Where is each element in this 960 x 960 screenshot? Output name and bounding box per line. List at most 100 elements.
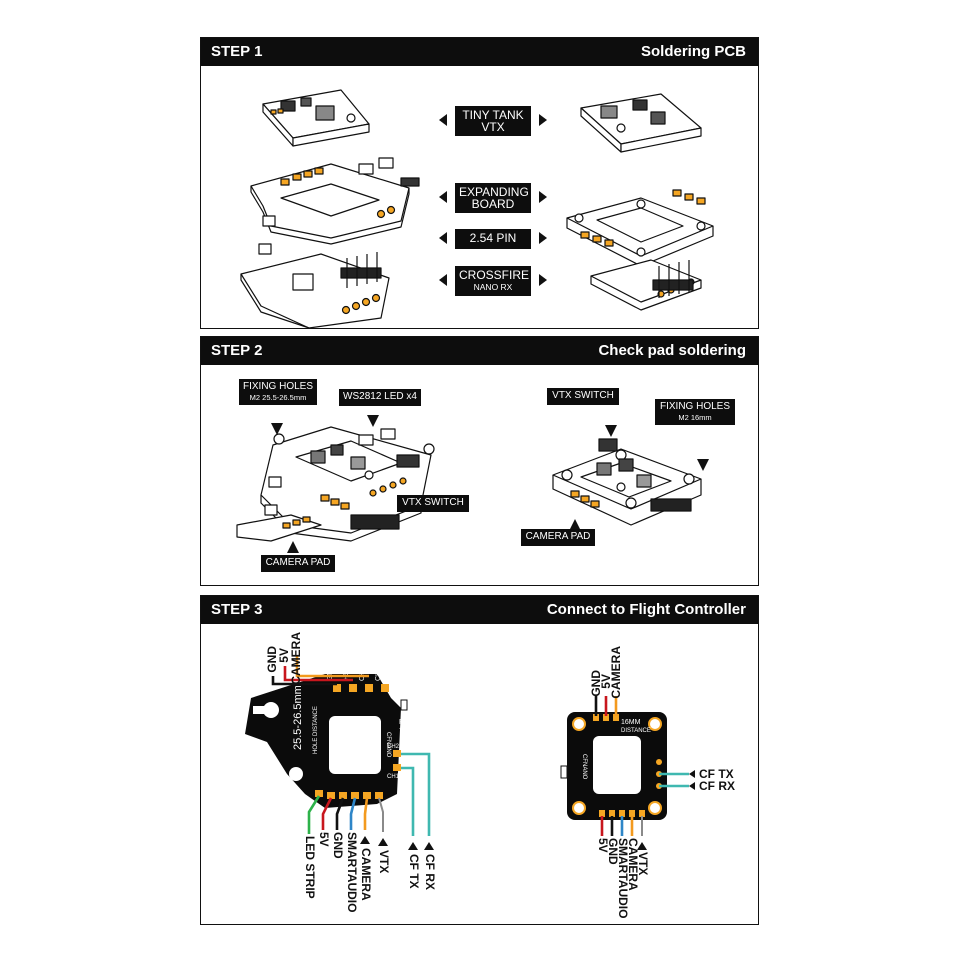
left-wire-top-camera	[295, 656, 369, 678]
left-silk-ch1-label: CH1	[387, 774, 400, 780]
right-bottom-label-gnd: GND	[606, 838, 620, 865]
step1-header: STEP 1 Soldering PCB	[201, 38, 758, 66]
step2-title: Check pad soldering	[598, 342, 746, 359]
step2-panel: STEP 2 Check pad soldering	[200, 336, 759, 586]
right-silk-distance: 16MM	[621, 719, 641, 726]
step1-number: STEP 1	[211, 43, 263, 60]
left-bottom-label-gnd: GND	[331, 832, 345, 859]
right-assembled-board	[552, 438, 702, 526]
crossfire-arrow-right-icon	[539, 274, 547, 286]
right-bottom-label-smartaudio: SMARTAUDIO	[616, 838, 630, 919]
left-silk-gnd: GND	[327, 665, 334, 681]
right-vtx-board	[580, 93, 702, 153]
left-silk-hole-distance: HOLE DISTANCE	[313, 706, 319, 754]
left-cftx-arrow-icon	[408, 842, 418, 850]
left-bottom-label-cf-tx: CF TX	[407, 854, 421, 889]
step1-title: Soldering PCB	[640, 43, 746, 60]
step3-title: Connect to Flight Controller	[546, 601, 746, 618]
right-side-label-cf-tx: CF TX	[699, 767, 734, 781]
step3-header: STEP 3 Connect to Flight Controller	[201, 596, 758, 624]
right-expanding-board	[566, 189, 714, 267]
label-pin: 2.54 PIN	[455, 229, 531, 249]
expanding-arrow-left-icon	[439, 191, 447, 203]
left-bottom-label-cf-rx: CF RX	[423, 854, 437, 890]
left-vtx-arrow-icon	[378, 838, 388, 846]
step3-wiring-diagram: GND +5V CH1 CH2 25.5-26.5mm HOLE DISTANC…	[245, 656, 695, 850]
step2-assembled-diagram	[236, 415, 709, 553]
label-vtx-switch-right: VTX SWITCH	[547, 388, 619, 405]
step3-panel: STEP 3 Connect to Flight Controller	[200, 595, 759, 925]
left-wire-top-5v	[283, 666, 353, 682]
left-wire-top-gnd	[271, 676, 337, 686]
left-wire-gnd	[335, 797, 345, 830]
fixing-left-pointer-icon	[271, 423, 283, 435]
left-cfrx-arrow-icon	[424, 842, 434, 850]
crossfire-arrow-left-icon	[439, 274, 447, 286]
right-bottom-label-vtx: VTX	[636, 852, 650, 876]
right-vtx-arrow-icon	[637, 842, 647, 850]
right-bottom-label-5v: 5V	[596, 838, 610, 853]
left-silk-ch1: CH1	[359, 667, 366, 681]
left-silk-ch2-label: CH2	[387, 744, 400, 750]
label-fixing-holes-right: FIXING HOLES M2 16mm	[655, 399, 735, 425]
camera-left-pointer-icon	[287, 541, 299, 553]
left-wire-cf-rx	[401, 752, 431, 836]
right-silk-cfnano: CFNANO	[581, 754, 587, 780]
vtx-arrow-right-icon	[539, 114, 547, 126]
step2-number: STEP 2	[211, 342, 263, 359]
left-silk-5v: +5V	[343, 668, 350, 681]
vtx-arrow-left-icon	[439, 114, 447, 126]
left-silk-model: TINYTANK	[399, 728, 426, 734]
left-silk-cfnano: CFNANO	[385, 732, 391, 758]
left-assembled-board	[236, 426, 435, 542]
pin-arrow-right-icon	[539, 232, 547, 244]
label-camera-pad-left: CAMERA PAD	[261, 555, 335, 572]
left-top-label-camera: CAMERA	[289, 632, 303, 685]
vtx-switch-right-pointer-icon	[605, 425, 617, 437]
step1-panel: STEP 1 Soldering PCB	[200, 37, 759, 329]
right-side-label-cf-rx: CF RX	[699, 779, 735, 793]
right-pin-header	[652, 260, 694, 298]
step3-number: STEP 3	[211, 601, 263, 618]
step1-exploded-diagram	[240, 89, 714, 328]
fixing-right-pointer-icon	[697, 459, 709, 471]
right-board	[560, 712, 667, 820]
left-pin-header	[340, 252, 382, 288]
pin-arrow-left-icon	[439, 232, 447, 244]
led-pointer-icon	[367, 415, 379, 427]
left-camera-arrow-icon	[360, 836, 370, 844]
right-bottom-label-camera: CAMERA	[626, 838, 640, 891]
left-expanding-board	[250, 163, 410, 245]
label-vtx-switch-left: VTX SWITCH	[397, 495, 469, 512]
left-wire-smartaudio	[349, 797, 357, 830]
right-silk-hole-distance: DISTANCE	[621, 728, 651, 734]
expanding-arrow-right-icon	[539, 191, 547, 203]
left-wire-vtx	[378, 797, 384, 832]
left-wire-camera	[363, 797, 369, 830]
right-cfrx-arrow-icon	[689, 782, 695, 790]
left-silk-brand: RUSHFPV	[399, 719, 433, 726]
left-wire-cf-tx	[401, 766, 415, 836]
label-fixing-holes-left: FIXING HOLES M2 25.5-26.5mm	[239, 379, 317, 405]
left-bottom-label-vtx: VTX	[377, 850, 391, 874]
left-wire-5v	[321, 797, 333, 830]
left-board	[245, 674, 408, 808]
right-cftx-arrow-icon	[689, 770, 695, 778]
left-vtx-switch-part	[400, 177, 420, 187]
label-camera-pad-right: CAMERA PAD	[521, 529, 595, 546]
left-vtx-board	[262, 89, 370, 147]
right-top-label-camera: CAMERA	[609, 646, 623, 699]
camera-right-pointer-icon	[569, 519, 581, 531]
left-bottom-label-camera: CAMERA	[359, 848, 373, 901]
left-bottom-label-5v: 5V	[317, 832, 331, 847]
left-bottom-label-smartaudio: SMARTAUDIO	[345, 832, 359, 913]
left-bottom-label-led-strip: LED STRIP	[303, 836, 317, 899]
label-ws2812-led: WS2812 LED x4	[339, 389, 421, 406]
step2-header: STEP 2 Check pad soldering	[201, 337, 758, 365]
left-silk-ch2: CH2	[375, 667, 382, 681]
left-silk-distance: 25.5-26.5mm	[292, 685, 304, 750]
left-wire-led-strip	[307, 795, 321, 834]
